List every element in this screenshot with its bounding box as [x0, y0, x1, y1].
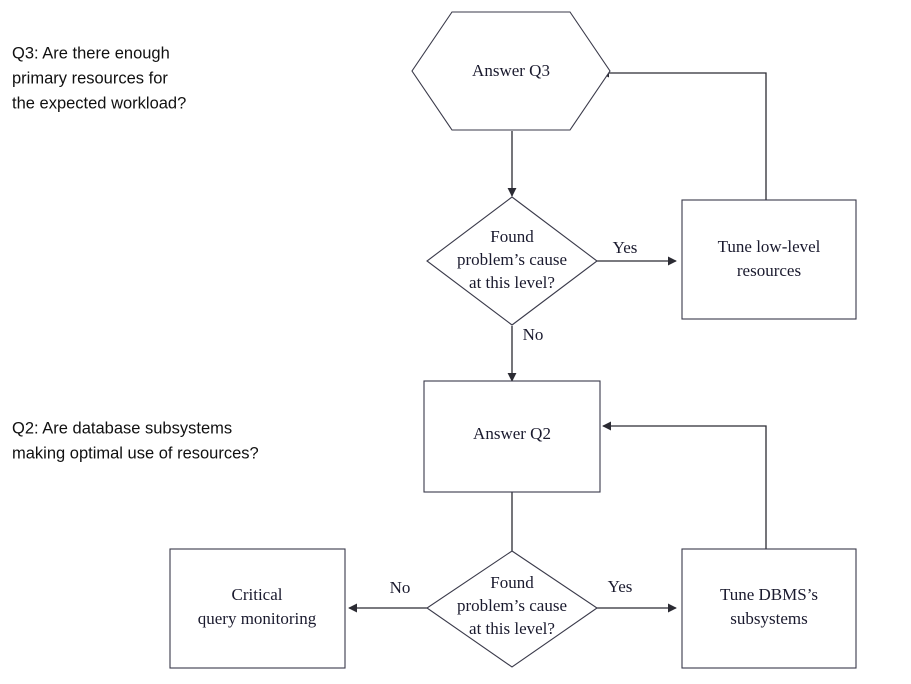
tune-low-level-rect-shape: [681, 199, 857, 320]
question-q3-line1: Q3: Are there enough: [12, 44, 170, 62]
question-q3-line2: primary resources for: [12, 69, 168, 87]
edge-tune-low-level-feedback: [600, 68, 767, 200]
question-q2-line2: making optimal use of resources?: [12, 444, 259, 462]
decision-q3-label-line3: at this level?: [469, 273, 555, 292]
tune-low-level-label-line2: resources: [737, 261, 801, 280]
decision-q2-label-line3: at this level?: [469, 619, 555, 638]
node-decision-q3[interactable]: Found problem’s cause at this level?: [426, 196, 598, 326]
decision-q3-label-line2: problem’s cause: [457, 250, 567, 269]
answer-q2-rect-shape: [423, 380, 601, 493]
critical-query-monitoring-label-line1: Critical: [232, 585, 283, 604]
node-answer-q2[interactable]: Answer Q2: [423, 380, 601, 493]
decision-q3-label-line1: Found: [490, 227, 534, 246]
question-q3-line3: the expected workload?: [12, 94, 186, 112]
edge-label-decision-q2-no: No: [390, 578, 411, 597]
edge-tune-dbms-feedback: [602, 421, 767, 549]
edge-label-decision-q3-yes: Yes: [613, 238, 638, 257]
decision-q2-label-line2: problem’s cause: [457, 596, 567, 615]
node-tune-dbms[interactable]: Tune DBMS’s subsystems: [681, 548, 857, 669]
edge-label-decision-q3-no: No: [523, 325, 544, 344]
answer-q3-label: Answer Q3: [472, 61, 550, 80]
node-critical-query-monitoring[interactable]: Critical query monitoring: [169, 548, 346, 669]
answer-q3-hexagon-shape: [411, 11, 611, 131]
tune-dbms-label-line2: subsystems: [730, 609, 807, 628]
decision-q2-label-line1: Found: [490, 573, 534, 592]
node-tune-low-level[interactable]: Tune low-level resources: [681, 199, 857, 320]
question-label-q3: Q3: Are there enough primary resources f…: [12, 44, 186, 112]
tune-dbms-label-line1: Tune DBMS’s: [720, 585, 818, 604]
tune-dbms-rect-shape: [681, 548, 857, 669]
critical-query-monitoring-rect-shape: [169, 548, 346, 669]
node-decision-q2[interactable]: Found problem’s cause at this level?: [426, 550, 598, 668]
answer-q2-label: Answer Q2: [473, 424, 551, 443]
decision-q3-diamond-shape: [426, 196, 598, 326]
critical-query-monitoring-label-line2: query monitoring: [198, 609, 317, 628]
tune-low-level-label-line1: Tune low-level: [718, 237, 821, 256]
question-q2-line1: Q2: Are database subsystems: [12, 419, 232, 437]
decision-q2-diamond-shape: [426, 550, 598, 668]
question-label-q2: Q2: Are database subsystems making optim…: [12, 419, 259, 462]
node-answer-q3[interactable]: Answer Q3: [411, 11, 611, 131]
edge-label-decision-q2-yes: Yes: [608, 577, 633, 596]
